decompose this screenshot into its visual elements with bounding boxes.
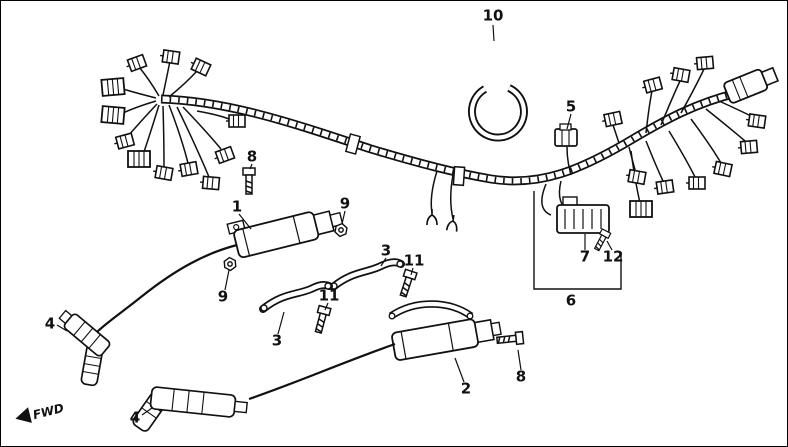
fwd-marker: FWD <box>15 401 65 423</box>
bolt-11-b <box>311 304 332 335</box>
fwd-arrow-icon <box>15 407 32 423</box>
sub-harness-assembly <box>533 180 622 290</box>
bolt-8-left <box>242 167 256 195</box>
mounting-bracket-a <box>329 258 405 291</box>
spark-plug-cap-lower <box>132 386 248 432</box>
spark-plug-cap-upper <box>58 309 111 387</box>
fwd-label: FWD <box>31 401 65 422</box>
main-round-connector <box>723 66 780 104</box>
assembly-bracket-line <box>533 191 622 290</box>
nut-9-b <box>223 256 237 272</box>
regulator <box>556 196 610 234</box>
wire-harness-main <box>160 88 739 187</box>
right-connector-cluster <box>600 55 780 218</box>
ignition-coil-2 <box>388 300 502 361</box>
ignition-coil-1 <box>226 210 344 259</box>
leader-lines <box>56 24 613 416</box>
plug-wire-1 <box>96 243 238 333</box>
connector-5 <box>554 123 578 176</box>
band-clamp <box>468 84 528 142</box>
mounting-bracket-b <box>259 281 333 313</box>
left-connector-cluster <box>100 48 246 191</box>
bolt-11-a <box>396 268 418 299</box>
plug-wire-2 <box>248 342 396 401</box>
fork-terminals <box>426 170 460 233</box>
